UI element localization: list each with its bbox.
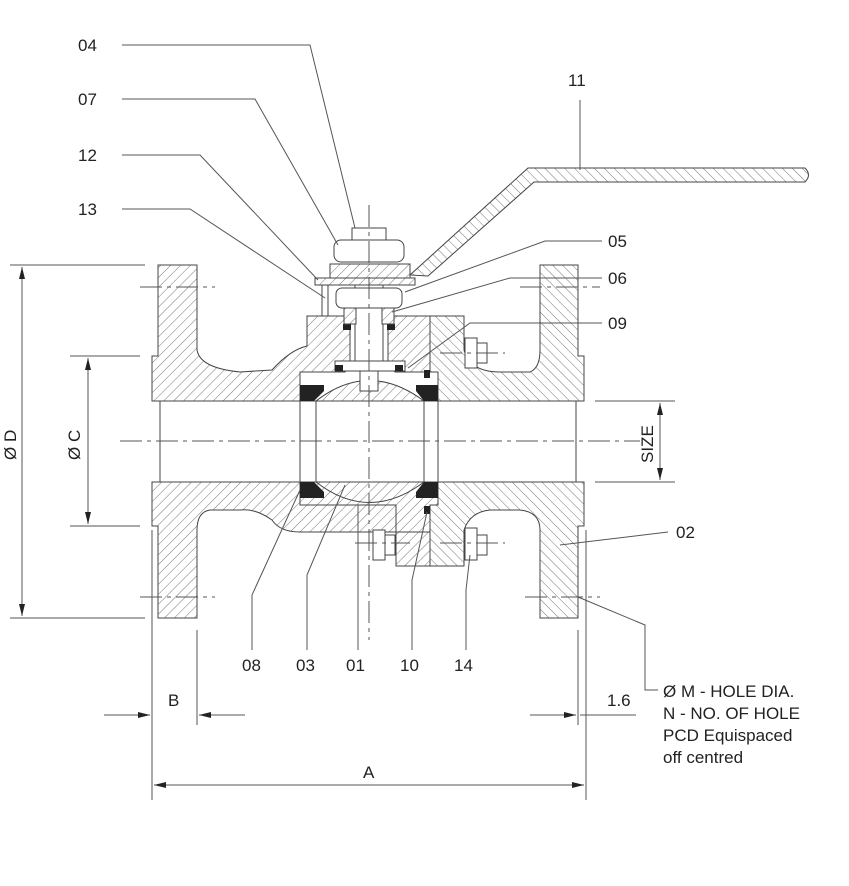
dim-od: Ø D xyxy=(1,430,20,460)
label-06: 06 xyxy=(608,269,627,288)
dimension-lines xyxy=(10,264,675,800)
label-12: 12 xyxy=(78,146,97,165)
gland-05-right xyxy=(381,307,395,325)
note-line-1: Ø M - HOLE DIA. xyxy=(663,682,794,701)
seat-top-right xyxy=(416,385,438,401)
seat-top-left xyxy=(300,385,324,401)
gasket-10-top xyxy=(424,370,430,378)
seat-bottom-left xyxy=(300,482,324,498)
leader-lines xyxy=(122,44,669,691)
note-line-3: PCD Equispaced xyxy=(663,726,792,745)
label-02: 02 xyxy=(676,523,695,542)
gland-05-left xyxy=(343,307,357,325)
thrust-washer-09-left xyxy=(335,365,343,371)
gasket-10 xyxy=(424,506,430,514)
stop-plate-12 xyxy=(314,277,416,286)
thrust-washer-09-right xyxy=(395,365,403,371)
label-01: 01 xyxy=(346,656,365,675)
seat-bottom-right xyxy=(416,482,438,498)
label-04: 04 xyxy=(78,36,97,55)
label-13: 13 xyxy=(78,200,97,219)
label-07: 07 xyxy=(78,90,97,109)
body-upper xyxy=(151,264,351,402)
dim-a: A xyxy=(363,763,375,782)
stem-collar xyxy=(334,360,406,372)
dim-oc: Ø C xyxy=(65,430,84,460)
note-line-4: off centred xyxy=(663,748,743,767)
label-08: 08 xyxy=(242,656,261,675)
note-line-2: N - NO. OF HOLE xyxy=(663,704,800,723)
bolt-lower-left xyxy=(372,529,396,561)
dim-size: SIZE xyxy=(638,425,657,463)
label-03: 03 xyxy=(296,656,315,675)
label-09: 09 xyxy=(608,314,627,333)
dim-b: B xyxy=(168,691,179,710)
bottom-boss xyxy=(395,531,431,567)
label-05: 05 xyxy=(608,232,627,251)
handle-washer xyxy=(329,263,411,279)
ball-lower xyxy=(314,481,426,503)
bolt-lower-right xyxy=(464,527,488,561)
dim-offset: 1.6 xyxy=(607,691,631,710)
label-11: 11 xyxy=(568,71,586,90)
bonnet-right xyxy=(387,315,431,373)
body-lower-left xyxy=(151,481,397,619)
label-14: 14 xyxy=(454,656,473,675)
body-insert-upper xyxy=(429,264,585,402)
label-10: 10 xyxy=(400,656,419,675)
lock-washer-13 xyxy=(321,284,329,317)
handle xyxy=(408,167,809,277)
gland-packing-06-right xyxy=(387,324,395,330)
gland-packing-06-left xyxy=(343,324,351,330)
body-lower-right xyxy=(429,481,585,619)
